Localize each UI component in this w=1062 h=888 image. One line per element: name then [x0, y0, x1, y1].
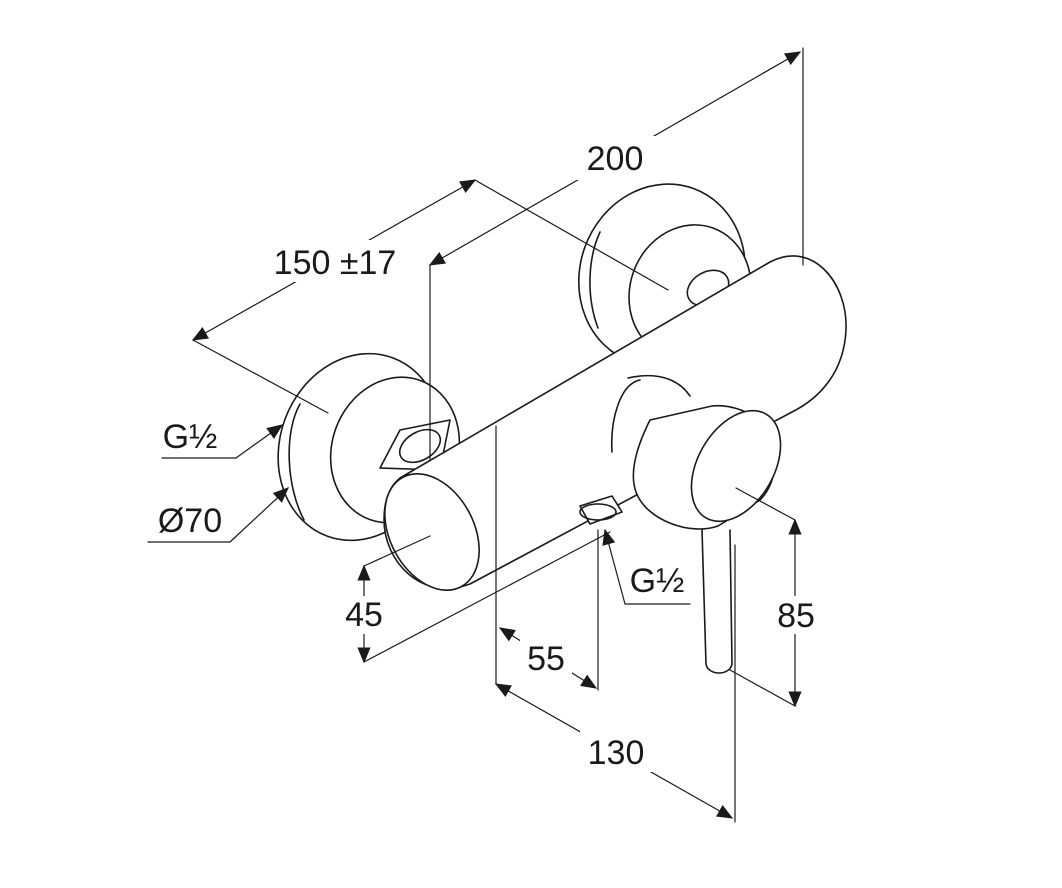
mixer-body — [383, 255, 847, 591]
label-outlet-thread: G½ — [630, 562, 685, 600]
dimension-centre-distance: 150 ±17 — [191, 179, 669, 414]
label-inlet-thread: G½ — [163, 418, 218, 456]
label-flange-diameter: Ø70 — [158, 502, 222, 540]
dimension-handle-height: 85 — [729, 487, 824, 708]
outlet-nozzle — [579, 495, 623, 525]
label-body-height: 45 — [345, 596, 383, 634]
lever-handle — [632, 404, 782, 674]
label-centre-distance: 150 ±17 — [274, 244, 397, 282]
label-width: 200 — [587, 140, 644, 178]
callout-inlet-thread: G½ — [161, 418, 284, 459]
callout-outlet-thread: G½ — [602, 528, 691, 605]
label-outlet-offset: 55 — [527, 640, 565, 678]
label-handle-height: 85 — [777, 597, 815, 635]
dimension-outlet-offset: 55 — [495, 425, 599, 691]
dimension-body-height: 45 — [338, 531, 611, 664]
label-depth: 130 — [588, 734, 645, 772]
callout-flange-diameter: Ø70 — [147, 487, 289, 543]
dimension-depth: 130 — [494, 544, 736, 823]
